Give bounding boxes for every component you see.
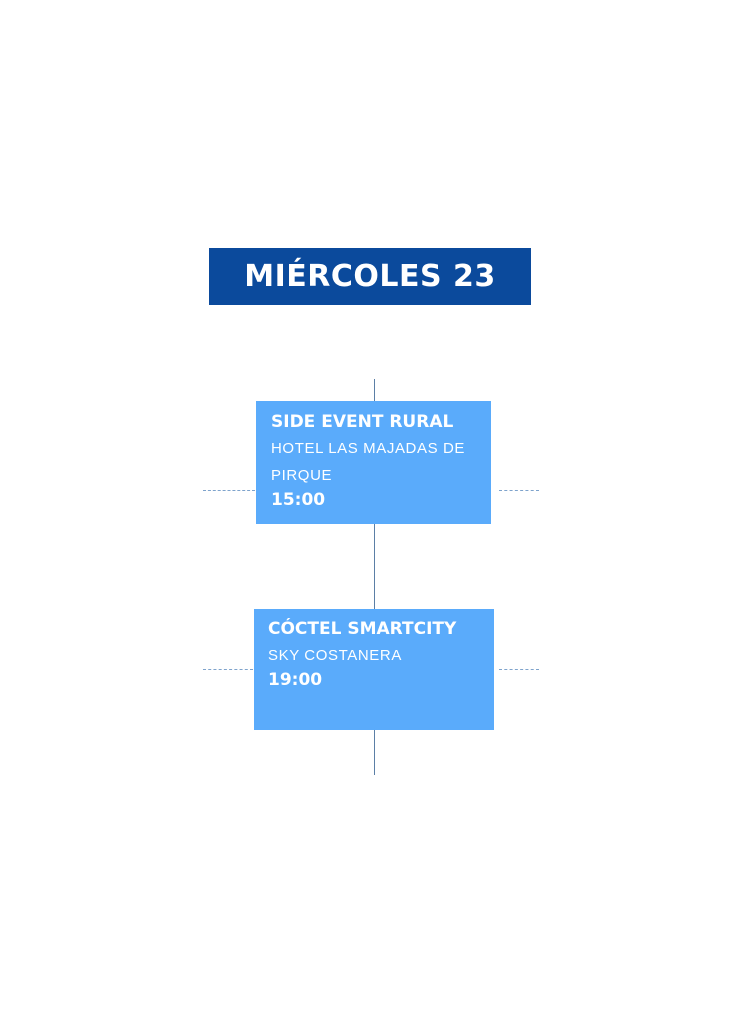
event-card-coctel-smartcity: CÓCTEL SMARTCITY SKY COSTANERA 19:00	[254, 609, 494, 730]
event-title: CÓCTEL SMARTCITY	[268, 619, 457, 639]
day-header: MIÉRCOLES 23	[209, 248, 531, 305]
event-title: SIDE EVENT RURAL	[271, 412, 454, 432]
event-card-side-event-rural: SIDE EVENT RURAL HOTEL LAS MAJADAS DE PI…	[256, 401, 491, 524]
timeline-line	[374, 379, 375, 775]
connector-left-2	[203, 669, 253, 670]
connector-right-2	[499, 669, 539, 670]
event-time: 19:00	[268, 670, 323, 690]
event-time: 15:00	[271, 490, 326, 510]
connector-right-1	[499, 490, 539, 491]
connector-left-1	[203, 490, 255, 491]
event-venue: SKY COSTANERA	[268, 647, 402, 664]
event-venue: HOTEL LAS MAJADAS DE PIRQUE	[271, 440, 465, 484]
day-title: MIÉRCOLES 23	[244, 259, 496, 294]
